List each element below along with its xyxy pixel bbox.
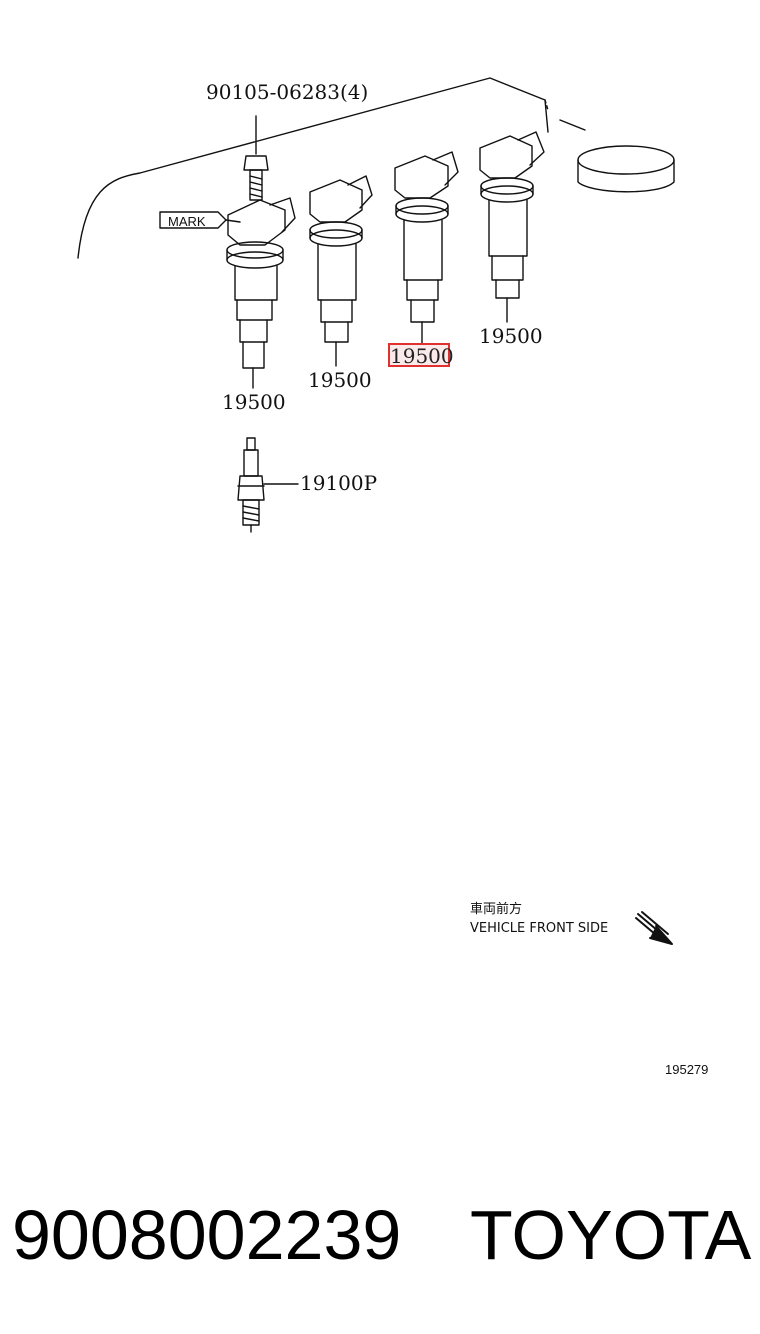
front-side-label-jp: 車両前方 bbox=[470, 901, 522, 917]
illustration-number: 195279 bbox=[665, 1062, 708, 1077]
spark-plug-icon bbox=[237, 437, 299, 533]
ignition-coil-1-icon bbox=[226, 197, 296, 389]
mark-label: MARK bbox=[168, 214, 206, 229]
ignition-coil-3-icon bbox=[394, 151, 459, 345]
cap-icon bbox=[577, 145, 675, 193]
brand-name: TOYOTA bbox=[470, 1196, 752, 1274]
highlight-box bbox=[388, 343, 450, 367]
coil-4-callout: 19500 bbox=[479, 324, 543, 348]
bolt-icon bbox=[243, 115, 269, 201]
engine-outline bbox=[77, 77, 586, 259]
front-side-label-en: VEHICLE FRONT SIDE bbox=[470, 921, 608, 936]
part-number: 9008002239 bbox=[12, 1196, 402, 1274]
coil-1-callout: 19500 bbox=[222, 390, 286, 414]
coil-2-callout: 19500 bbox=[308, 368, 372, 392]
spark-plug-callout: 19100P bbox=[300, 471, 377, 495]
front-direction-arrow-icon bbox=[635, 911, 673, 945]
ignition-coil-4-icon bbox=[479, 131, 545, 323]
bolt-callout: 90105-06283(4) bbox=[206, 80, 368, 104]
coil-3-callout[interactable]: 19500 bbox=[390, 344, 454, 368]
mark-tag bbox=[159, 211, 241, 229]
ignition-coil-2-icon bbox=[309, 175, 373, 367]
engine-outline-dash bbox=[544, 99, 549, 111]
